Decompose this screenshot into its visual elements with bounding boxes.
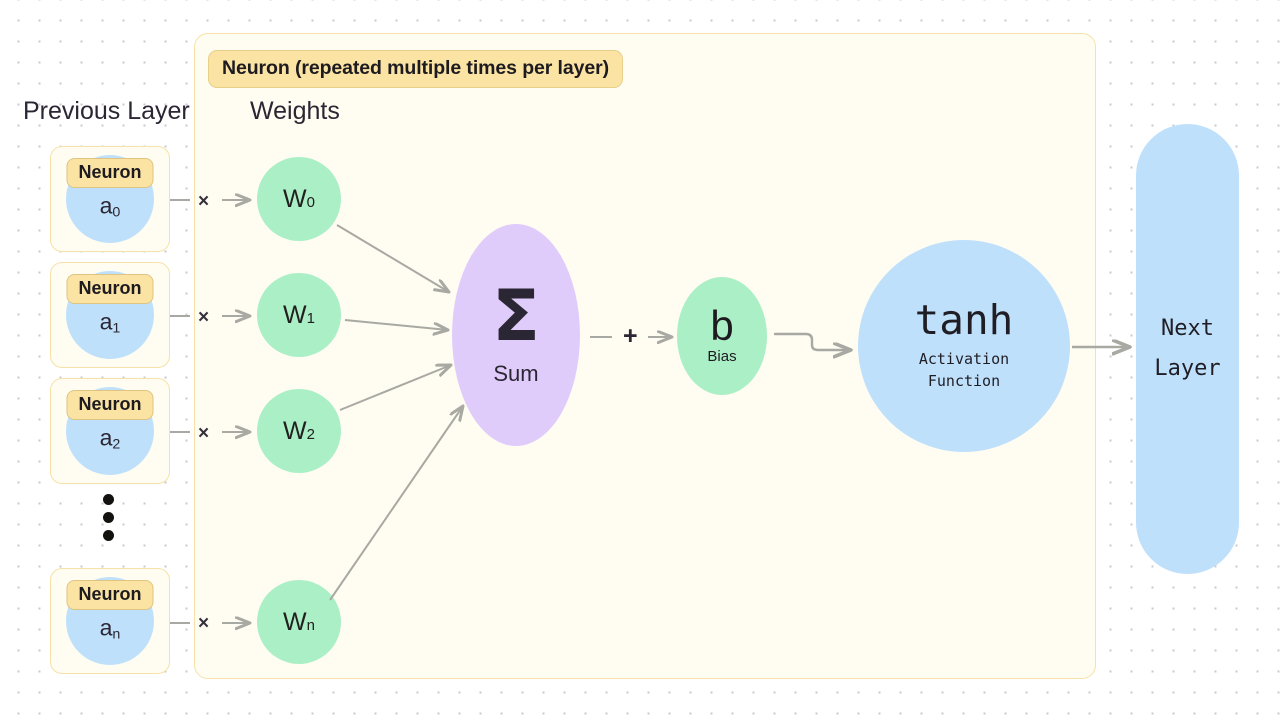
sum-node[interactable]: Σ Sum [452,224,580,446]
neuron-card-a1[interactable]: a1 Neuron [50,262,170,368]
neuron-value-a1: a1 [99,308,121,337]
activation-label-line1: Activation [918,349,1010,368]
next-layer-line1: Next [1161,316,1214,342]
bias-symbol: b [710,301,734,349]
neuron-subscript: 0 [112,204,121,221]
weights-title: Weights [250,97,340,125]
neuron-subscript: n [112,626,121,643]
neuron-card-a2[interactable]: a2 Neuron [50,378,170,484]
weight-subscript: 2 [306,425,315,443]
next-layer-line2: Layer [1154,356,1221,381]
next-layer-node[interactable]: Next Layer [1136,124,1239,574]
neuron-badge-a1: Neuron [66,274,154,304]
neuron-badge-a2: Neuron [66,390,154,420]
neuron-value-a2: a2 [99,424,121,453]
neuron-subscript: 2 [112,436,121,453]
sum-label: Sum [493,361,539,387]
neuron-value-a0: a0 [99,192,121,221]
neuron-badge-an: Neuron [66,580,154,610]
multiply-sign-0: × [198,191,210,212]
ellipsis-dot [103,512,114,523]
weight-subscript: n [306,616,315,634]
vertical-ellipsis-icon [103,494,114,541]
neuron-subscript: 1 [112,320,121,337]
bias-node[interactable]: b Bias [677,277,767,395]
weight-subscript: 1 [306,309,315,327]
activation-label-line2: Function [927,371,1001,390]
multiply-sign-1: × [198,307,210,328]
activation-node[interactable]: tanh Activation Function [858,240,1070,452]
multiply-sign-2: × [198,423,210,444]
weight-subscript: 0 [306,193,315,211]
sigma-icon: Σ [492,274,540,357]
ellipsis-dot [103,494,114,505]
plus-sign: + [623,322,638,350]
neuron-container-badge: Neuron (repeated multiple times per laye… [208,50,623,88]
neuron-badge-a0: Neuron [66,158,154,188]
neuron-card-a0[interactable]: a0 Neuron [50,146,170,252]
neuron-card-an[interactable]: an Neuron [50,568,170,674]
activation-symbol: tanh [914,295,1014,344]
neuron-value-an: an [99,614,121,643]
previous-layer-title: Previous Layer [23,97,190,125]
multiply-sign-n: × [198,613,210,634]
bias-label: Bias [707,348,737,366]
ellipsis-dot [103,530,114,541]
